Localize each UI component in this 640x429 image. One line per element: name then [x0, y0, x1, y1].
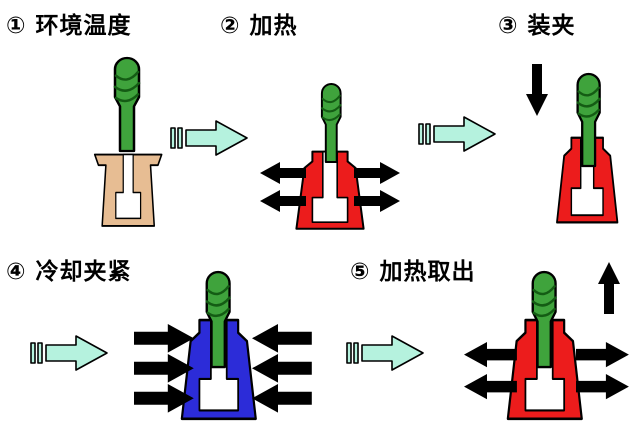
flow-arrow-3 — [30, 335, 108, 371]
step-2-label: ② 加热 — [220, 13, 298, 39]
step-3-label: ③ 装夹 — [498, 13, 576, 39]
flow-arrow-1 — [170, 120, 248, 156]
compress-arrow-icon — [252, 354, 312, 383]
flow-arrow-2 — [418, 116, 496, 152]
flow-arrow-icon — [30, 335, 108, 371]
compress-arrow-icon — [252, 384, 312, 413]
expand-arrow-icon — [576, 342, 629, 368]
insert-arrow-icon — [526, 64, 548, 116]
expand-arrow-icon — [260, 162, 306, 184]
expand-arrow-icon — [464, 374, 517, 400]
expand-arrow-icon — [464, 342, 517, 368]
step-1-figure — [93, 56, 163, 227]
step-5-label: ⑤ 加热取出 — [350, 259, 476, 285]
flow-arrow-4 — [346, 335, 424, 371]
compress-arrow-icon — [252, 324, 312, 353]
compress-arrow-icon — [134, 354, 194, 383]
expand-arrow-icon — [576, 374, 629, 400]
holder-ambient-icon — [93, 153, 163, 227]
step-3-figure — [526, 64, 619, 224]
expand-arrow-icon — [354, 162, 400, 184]
step-4-label: ④ 冷却夹紧 — [6, 259, 132, 285]
flow-arrow-icon — [418, 116, 496, 152]
holder-hot-icon — [295, 150, 365, 230]
compress-arrow-icon — [134, 324, 194, 353]
step-4-figure — [134, 270, 312, 421]
cutter-icon — [320, 82, 342, 164]
step-1-label: ① 环境温度 — [6, 13, 132, 39]
step-5-figure — [464, 262, 629, 421]
flow-arrow-icon — [170, 120, 248, 156]
extract-arrow-icon — [598, 262, 620, 314]
flow-arrow-icon — [346, 335, 424, 371]
cutter-icon — [113, 56, 141, 153]
step-2-figure — [260, 82, 400, 230]
